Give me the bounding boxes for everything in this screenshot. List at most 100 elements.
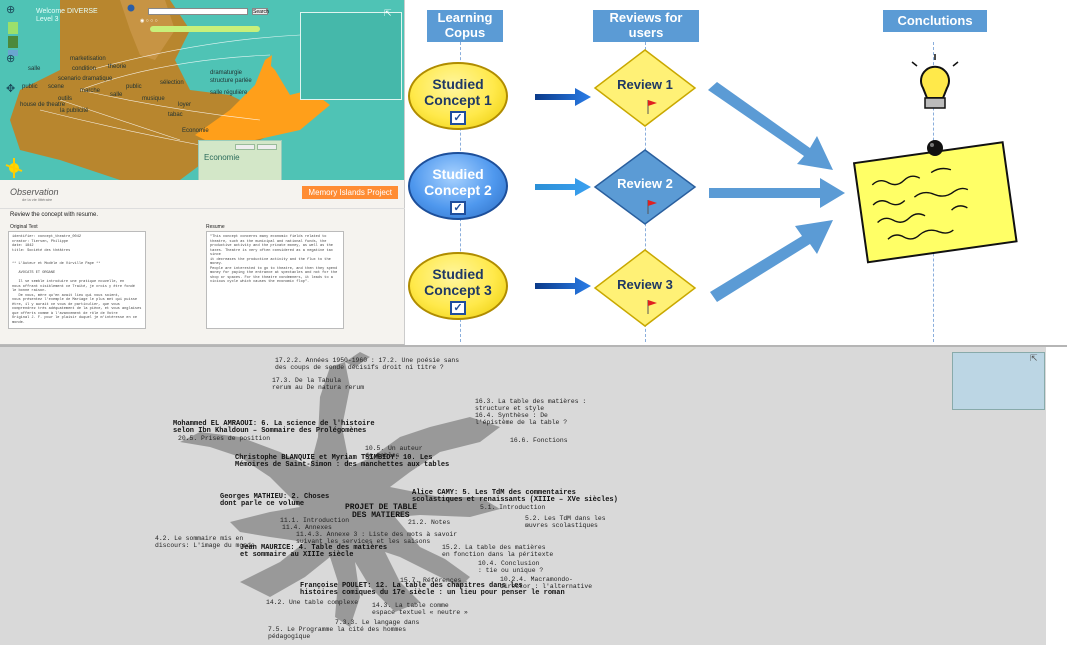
tree-node-label[interactable]: des coups de sonde décisifs droit ni tit… [275, 364, 444, 371]
tree-node-label[interactable]: 16.4. Synthèse : De [475, 412, 548, 419]
tree-node-label[interactable]: 17.2.2. Années 1950-1960 : 17.2. Une poé… [275, 357, 460, 364]
tree-root-label[interactable]: PROJET DE TABLE [345, 503, 418, 512]
review-3[interactable]: Review 3 [597, 256, 693, 320]
map-label[interactable]: tabac [168, 112, 183, 118]
review-1[interactable]: Review 1 [597, 56, 693, 120]
checkbox-icon[interactable]: ✓ [450, 201, 466, 215]
tree-node-label[interactable]: Jean MAURICE: 4. Table des matières [240, 544, 388, 552]
tree-node-label[interactable]: dont parle ce volume [220, 500, 305, 508]
tree-node-label[interactable]: Françoise POULET: 12. La table des chapi… [300, 582, 523, 590]
studied-concept-1[interactable]: Studied Concept 1 ✓ [408, 62, 508, 130]
map-label[interactable]: salle [28, 66, 41, 72]
tree-minimap[interactable] [952, 352, 1045, 410]
checkbox-icon[interactable]: ✓ [450, 301, 466, 315]
tree-node-label[interactable]: et sommaire au XIIIe siècle [240, 551, 354, 559]
tree-node-label[interactable]: l'épistème de la table ? [475, 419, 568, 426]
header-reviews-for-users: Reviews for users [593, 10, 699, 42]
tree-node-label[interactable]: Mohammed EL AMRAOUI: 6. La science de l'… [173, 420, 375, 428]
tree-node-label[interactable]: 17.3. De la Tabula [272, 377, 342, 384]
tree-node-label[interactable]: selon Ibn Khaldoun – Sommaire des Prolég… [173, 427, 367, 435]
tree-node-label[interactable]: 5.1. Introduction [480, 504, 546, 511]
map-label[interactable]: outils [58, 96, 73, 102]
tree-node-label[interactable]: 20.5. Prises de position [178, 435, 271, 442]
original-text-area[interactable]: identifier: concept_theatre_0042 creator… [8, 231, 146, 329]
concept-popup[interactable]: Economie [198, 140, 282, 180]
map-label[interactable]: public [126, 84, 142, 90]
map-label[interactable]: public [22, 84, 38, 90]
tree-node-label[interactable]: 14.3. La table comme [372, 602, 449, 609]
tree-node-label[interactable]: 10.2.4. Macramondo- [500, 576, 573, 583]
map-label[interactable]: dramaturgie [210, 70, 243, 76]
tree-node-label[interactable]: œuvres scolastiques [525, 522, 598, 529]
tree-node-label[interactable]: 16.6. Fonctions [510, 437, 568, 444]
map-label[interactable]: salle régulière [210, 90, 248, 96]
tree-node-label[interactable]: 5.2. Les TdM dans les [525, 515, 606, 522]
tree-node-label[interactable]: Christophe BLANQUIE et Myriam TSIMBIDY: … [235, 454, 433, 462]
map-label[interactable]: theorie [108, 64, 127, 70]
tree-node-label[interactable]: 15.2. La table des matières [442, 544, 546, 551]
tree-node-label[interactable]: de tables [365, 452, 400, 459]
tree-node-label[interactable]: 10.4. Conclusion [478, 560, 540, 567]
tree-node-label[interactable]: 10.5. Un auteur [365, 445, 423, 452]
map-search-input[interactable] [148, 8, 248, 15]
map-label[interactable]: house de theatre [20, 102, 66, 108]
table-of-contents-tree-map[interactable]: ⇱ 17.2.2. Années 1950-1960 : 17.2. Une p… [0, 345, 1067, 645]
tree-node-label[interactable]: pédagogique [268, 633, 311, 640]
memory-islands-project-button[interactable]: Memory Islands Project [302, 186, 398, 199]
map-label[interactable]: salle [110, 92, 123, 98]
map-label[interactable]: structure parlée [210, 78, 252, 84]
map-label[interactable]: loyer [178, 102, 192, 108]
pan-icon[interactable]: ✥ [6, 83, 16, 95]
tree-node-label[interactable]: 16.3. La table des matières : [475, 398, 587, 405]
popup-button[interactable] [235, 144, 255, 150]
tree-node-label[interactable]: structure et style [475, 405, 545, 412]
memory-island-map[interactable]: Welcome DIVERSE Level 3 ⊕ ⊕ ✥ Search ◉ ○… [0, 0, 405, 180]
tree-node-label[interactable]: en fonction dans la péritexte [442, 551, 554, 558]
tree-node-label[interactable]: Alice CAMY: 5. Les TdM des commentaires [412, 489, 576, 497]
popup-button[interactable] [257, 144, 277, 150]
tree-node-label[interactable]: 7.3.3. Le langage dans [335, 619, 420, 626]
tree-node-label[interactable]: 11.1. Introduction [280, 517, 350, 524]
zoom-in-icon[interactable]: ⊕ [6, 4, 16, 16]
tree-node-label[interactable]: 4.2. Le sommaire mis en [155, 535, 244, 542]
studied-concept-3[interactable]: Studied Concept 3 ✓ [408, 252, 508, 320]
resume-text-area[interactable]: "This concept concerns many economic fie… [206, 231, 344, 329]
map-label[interactable]: scenario dramatique [58, 76, 113, 82]
zoom-out-icon[interactable]: ⊕ [6, 53, 16, 65]
map-label[interactable]: condition [72, 66, 97, 72]
map-search-button[interactable]: Search [252, 8, 269, 15]
tree-node-label[interactable]: discours: L'image du monde [155, 542, 255, 549]
learning-flow-diagram: Learning Copus Reviews for users Conclut… [405, 0, 1067, 345]
tree-node-label[interactable]: 15.7. Références [400, 577, 462, 584]
expand-icon[interactable]: ⇱ [384, 8, 392, 18]
tree-node-label[interactable]: espace textuel « neutre » [372, 609, 468, 616]
tree-node-label[interactable]: histoires comiques du 17e siècle : un li… [300, 589, 565, 597]
checkbox-icon[interactable]: ✓ [450, 111, 466, 125]
map-radio-options[interactable]: ◉ ○ ○ ○ [140, 18, 158, 24]
tree-node-label[interactable]: 11.4. Annexes [282, 524, 332, 531]
tree-node-label[interactable]: 7.5. Le Programme la cité des hommes [268, 626, 407, 633]
tree-node-label[interactable]: director : l'alternative [500, 583, 593, 590]
map-label[interactable]: marketisation [70, 56, 106, 62]
tree-node-label[interactable]: rerum au De natura rerum [272, 384, 365, 391]
map-minimap[interactable] [300, 12, 402, 100]
map-label[interactable]: sélection [160, 80, 184, 86]
tree-node-label[interactable]: Georges MATHIEU: 2. Choses [220, 493, 330, 501]
map-label[interactable]: musique [142, 96, 165, 102]
map-label[interactable]: scene [48, 84, 65, 90]
tree-node-label[interactable]: 14.2. Une table complexe [266, 599, 359, 606]
map-label[interactable]: marche [80, 88, 101, 94]
tree-node-label[interactable]: Mémoires de Saint-Simon : des manchettes… [235, 461, 450, 469]
tree-node-label[interactable]: suivant les services et les saisons [296, 538, 431, 545]
header-learning-line1: Learning [437, 10, 493, 25]
tree-node-label[interactable]: 21.2. Notes [408, 519, 451, 526]
map-label[interactable]: Economie [182, 128, 209, 134]
studied-concept-2[interactable]: Studied Concept 2 ✓ [408, 152, 508, 220]
map-label[interactable]: la publicité [60, 108, 89, 114]
review-2[interactable]: Review 2 [597, 155, 693, 219]
expand-icon[interactable]: ⇱ [1030, 353, 1038, 363]
tree-node-label[interactable]: 11.4.3. Annexe 3 : Liste des mots à savo… [296, 531, 458, 538]
tree-node-label[interactable]: : tie ou unique ? [478, 567, 544, 574]
tree-node-label[interactable]: scolastiques et renaissants (XIIIe – XVe… [412, 496, 618, 504]
tree-root-label[interactable]: DES MATIERES [352, 511, 410, 520]
